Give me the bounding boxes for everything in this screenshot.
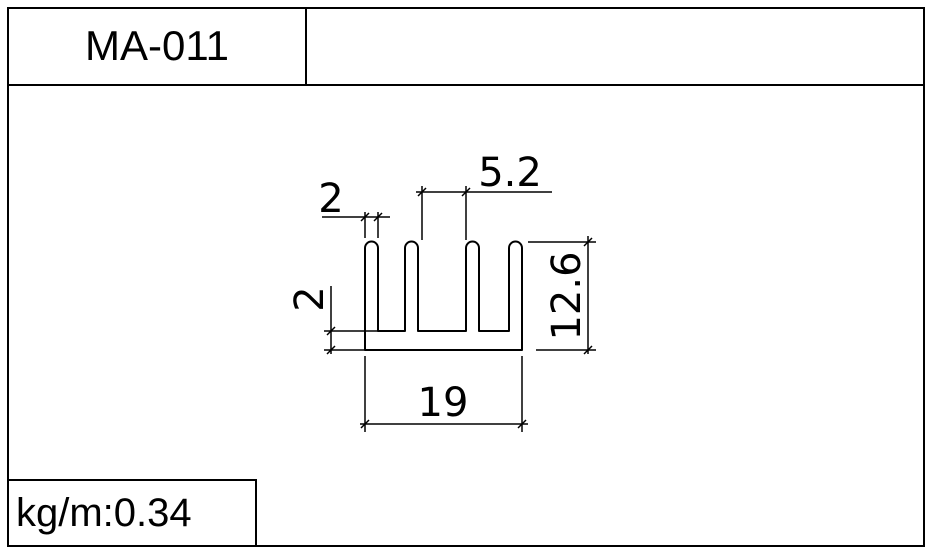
dim-total-width-label: 19 bbox=[418, 380, 469, 426]
outer-frame bbox=[7, 7, 925, 547]
weight-box bbox=[7, 479, 257, 547]
model-code: MA-011 bbox=[85, 22, 229, 69]
dim-total-height bbox=[528, 236, 596, 355]
dim-fin-gap-label: 5.2 bbox=[478, 150, 542, 196]
dim-fin-gap bbox=[416, 186, 552, 240]
dim-total-height-label: 12.6 bbox=[544, 251, 590, 340]
dim-total-width bbox=[360, 356, 528, 432]
weight-per-meter: kg/m:0.34 bbox=[16, 490, 192, 535]
dim-fin-thickness bbox=[322, 212, 390, 238]
dim-base-thickness-label: 2 bbox=[287, 286, 333, 311]
dim-fin-thickness-label: 2 bbox=[318, 176, 343, 222]
heatsink-profile bbox=[364, 240, 523, 351]
dim-base-thickness bbox=[324, 286, 378, 355]
